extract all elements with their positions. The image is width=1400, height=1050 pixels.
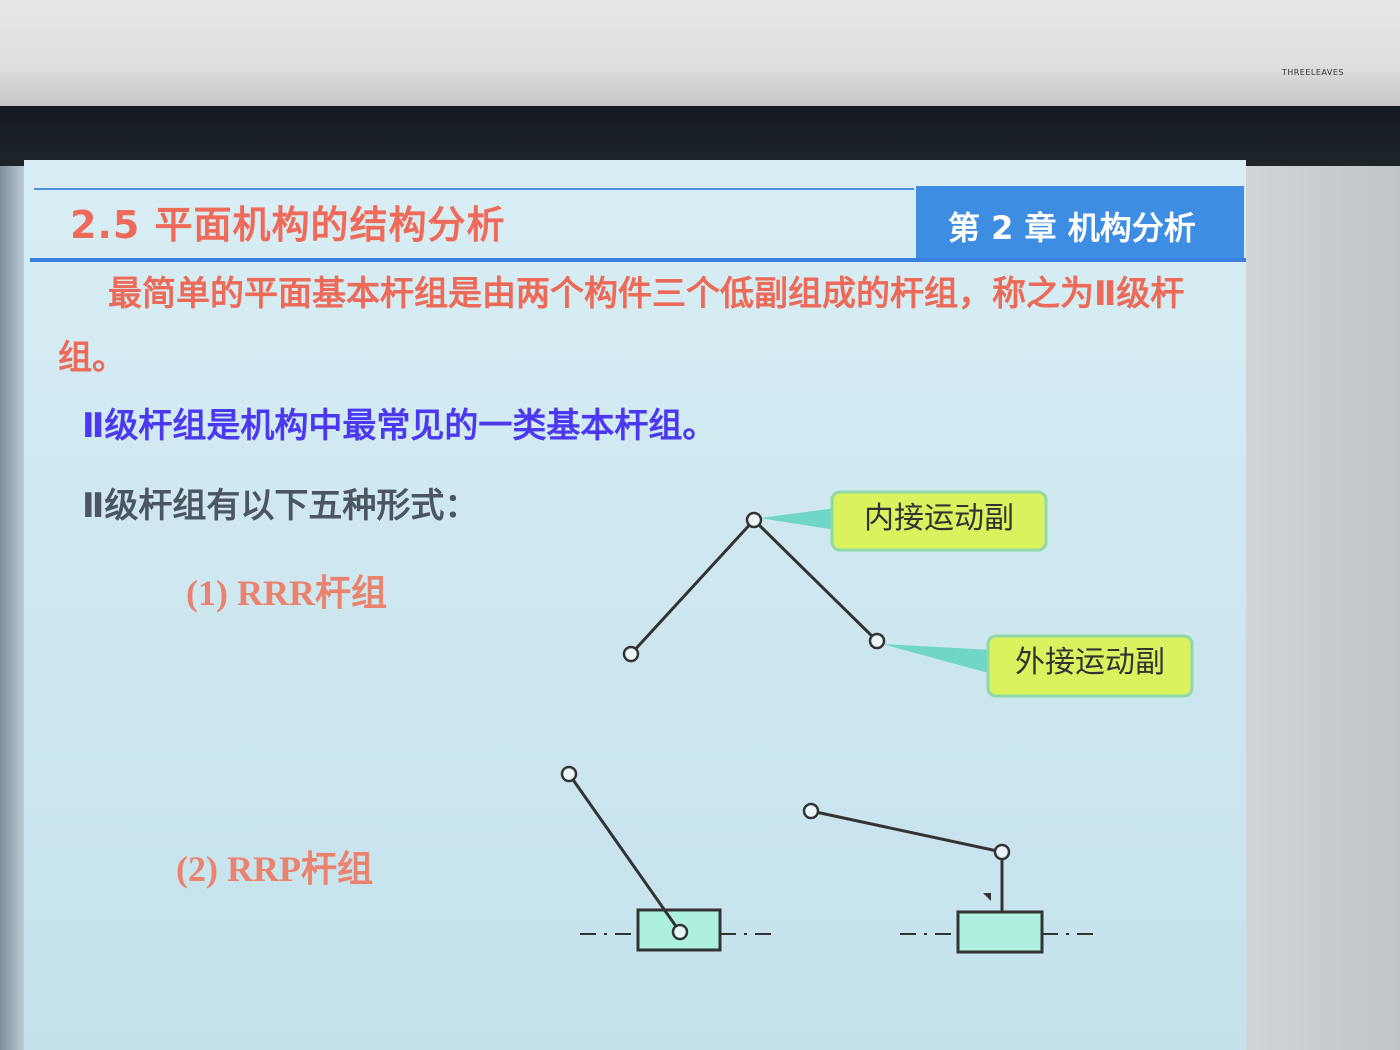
slide-title: 2.5 平面机构的结构分析 — [70, 203, 506, 247]
screen-left-strip — [0, 166, 24, 1050]
rrp-b-slider — [956, 910, 1044, 954]
projection-screen-right-area — [1246, 166, 1400, 1050]
slide: 2.5 平面机构的结构分析 第 2 章 机构分析 最简单的平面基本杆组是由两个构… — [24, 160, 1246, 1050]
internal-callout-box — [830, 490, 1048, 552]
rrp-a-external-joint — [560, 765, 578, 783]
internal-callout-text: 内接运动副 — [864, 501, 1014, 536]
title-rule-top — [34, 188, 914, 190]
chapter-label: 第 2 章 机构分析 — [948, 209, 1196, 247]
screen-housing — [0, 72, 1400, 108]
title-rule-bottom — [30, 258, 1246, 262]
rrp-diagram-a — [560, 765, 776, 952]
rrr-group-label: (1) RRR杆组 — [186, 573, 387, 613]
internal-callout-pointer — [760, 508, 836, 530]
rrr-external-joint-right — [868, 632, 886, 650]
screen-dark-band — [0, 106, 1400, 166]
rrr-link-left — [629, 518, 756, 656]
external-callout-pointer — [882, 644, 992, 674]
mechanism-diagrams: 内接运动副 外接运动副 — [560, 490, 1194, 954]
screen-brand-label: THREELEAVES — [1281, 68, 1344, 77]
external-callout-box — [986, 634, 1194, 698]
rrp-b-internal-joint — [993, 843, 1011, 861]
rrr-internal-joint — [745, 511, 763, 529]
rrp-diagram-b — [802, 802, 1098, 954]
emphasis-sentence: Ⅱ级杆组是机构中最常见的一类基本杆组。 — [82, 406, 717, 446]
rrp-group-label: (2) RRP杆组 — [176, 849, 373, 889]
rrp-b-external-joint — [802, 802, 820, 820]
external-joint-callout: 外接运动副 — [882, 634, 1194, 698]
rrp-b-link — [810, 809, 1003, 854]
rrr-link-right — [752, 518, 879, 643]
rrr-diagram — [622, 511, 886, 663]
external-callout-text: 外接运动副 — [1015, 645, 1165, 680]
intro-paragraph: 最简单的平面基本杆组是由两个构件三个低副组成的杆组，称之为Ⅱ级杆组。 — [58, 274, 1185, 378]
internal-joint-callout: 内接运动副 — [760, 490, 1048, 552]
rrp-a-slider-joint — [671, 923, 689, 941]
forms-heading: Ⅱ级杆组有以下五种形式： — [82, 486, 479, 526]
chapter-box: 第 2 章 机构分析 — [916, 186, 1244, 258]
rrp-b-fixed-angle-mark — [983, 893, 991, 901]
rrp-a-link — [567, 773, 682, 933]
rrr-external-joint-left — [622, 645, 640, 663]
